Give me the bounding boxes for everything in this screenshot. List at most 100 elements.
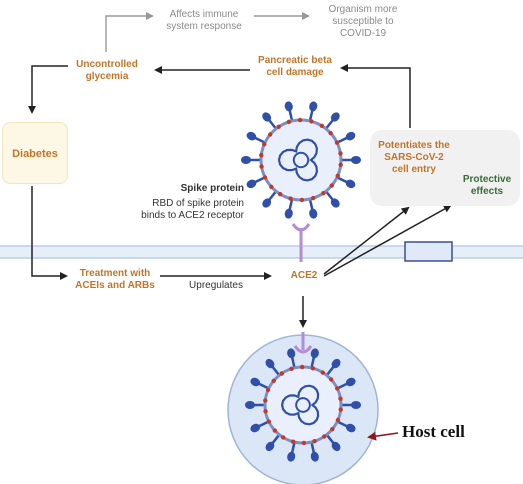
- virus-spike-head: [345, 423, 356, 433]
- virus-membrane-protein: [322, 434, 327, 439]
- virus-rna: [277, 138, 319, 182]
- virus-spike-head: [309, 208, 318, 219]
- virus-membrane-protein: [338, 407, 343, 412]
- virus-spike-head: [284, 208, 293, 219]
- virus-spike-head: [262, 198, 272, 208]
- virus-membrane-protein: [334, 386, 340, 391]
- virus-spike-head: [245, 401, 255, 409]
- virus-membrane-protein: [328, 130, 333, 136]
- virus-spike-head: [345, 377, 356, 387]
- virus-spike-head: [330, 112, 340, 122]
- virus-membrane-protein: [310, 195, 316, 201]
- virus-membrane-protein: [299, 197, 305, 203]
- label-diabetes: Diabetes: [12, 148, 58, 160]
- virus-spike-head: [310, 451, 319, 462]
- virus-membrane-protein: [265, 387, 271, 393]
- virus-membrane-protein: [262, 175, 268, 180]
- immune-arrows: [105, 12, 310, 52]
- virus-membrane-protein: [328, 377, 334, 382]
- virus-membrane-protein: [338, 396, 343, 401]
- flow-arrows: [28, 64, 452, 328]
- virus-spike-head: [284, 101, 293, 112]
- virus-icon: [245, 348, 361, 462]
- virus-spike-head: [331, 358, 341, 369]
- virus-membrane-protein: [269, 184, 274, 190]
- virus-membrane-protein: [301, 440, 307, 446]
- host-cell-pointer: [367, 431, 399, 441]
- virus-membrane-protein: [288, 196, 293, 201]
- label-host-cell: Host cell: [402, 422, 465, 441]
- virus-spike-head: [345, 131, 356, 141]
- label-spike-protein: Spike protein: [180, 183, 244, 194]
- virus-membrane-protein: [262, 142, 267, 147]
- virus-spike-head: [351, 401, 361, 409]
- virus-membrane-protein: [310, 366, 316, 371]
- virus-membrane-protein: [299, 364, 305, 370]
- virus-membrane-protein: [280, 435, 286, 440]
- virus-spike-head: [250, 377, 261, 387]
- virus-spike-head: [309, 101, 318, 112]
- virus-membrane-protein: [321, 190, 326, 196]
- label-protective-effects: Protective effects: [462, 174, 512, 197]
- virus-membrane-protein: [271, 378, 276, 383]
- label-affects-immune: Affects immune system response: [166, 9, 242, 32]
- virus-membrane-protein: [276, 124, 281, 130]
- virus-membrane-protein: [334, 140, 340, 145]
- virus-membrane-protein: [279, 371, 284, 376]
- virus-spike-head: [287, 348, 296, 359]
- virus-membrane-protein: [330, 427, 335, 432]
- virus-spike-head: [331, 441, 341, 452]
- virus-spike: [257, 382, 270, 390]
- virus-spike-head: [345, 179, 356, 189]
- label-upregulates: Upregulates: [189, 280, 243, 291]
- receptor-icon: [291, 223, 311, 262]
- virus-membrane-protein: [335, 173, 340, 178]
- host-receptor-icon: [293, 332, 313, 354]
- virus-membrane-protein: [319, 123, 325, 129]
- virus-membrane-protein: [277, 191, 283, 197]
- virus-membrane-protein: [309, 119, 314, 124]
- virus-core: [295, 397, 311, 413]
- virus-spike-head: [351, 156, 361, 164]
- virus-membrane-protein: [259, 164, 264, 169]
- diabetes-box: [2, 122, 68, 184]
- virus-spike-head: [246, 131, 257, 141]
- virus-spike-head: [330, 198, 340, 208]
- membrane-protein-icon: [404, 241, 453, 262]
- virus-membrane-protein: [289, 366, 294, 371]
- virus-spike-head: [241, 156, 251, 164]
- virus-membrane-protein: [263, 409, 268, 414]
- virus-spike-head: [262, 112, 272, 122]
- potentiates-box: [370, 130, 520, 206]
- virus-membrane-protein: [312, 439, 317, 444]
- virus-membrane-protein: [329, 183, 335, 188]
- virus-spike-head: [265, 441, 275, 452]
- virus-core: [292, 151, 310, 169]
- label-uncontrolled-glycemia: Uncontrolled glycemia: [76, 59, 138, 82]
- virus-membrane-protein: [290, 439, 296, 444]
- virus-membrane-protein: [320, 370, 326, 375]
- virus-membrane-protein: [267, 132, 273, 137]
- virus-membrane-protein: [286, 119, 292, 125]
- virus-membrane-protein: [335, 417, 341, 423]
- virus-spike-head: [310, 348, 319, 359]
- virus-membrane-protein: [266, 419, 272, 424]
- label-ace2: ACE2: [290, 270, 318, 281]
- virus-rna: [280, 384, 320, 426]
- label-spike-description: RBD of spike protein binds to ACE2 recep…: [141, 198, 244, 221]
- virus-membrane-protein: [263, 398, 268, 403]
- virus-spike-head: [287, 451, 296, 462]
- virus-icon: [241, 101, 361, 219]
- virus-membrane-protein: [297, 117, 303, 123]
- virus-membrane-protein: [338, 151, 343, 156]
- virus-membrane-protein: [272, 428, 278, 433]
- label-treatment: Treatment with ACEIs and ARBs: [75, 268, 155, 291]
- virus-spike-head: [250, 423, 261, 433]
- label-organism-more: Organism more susceptible to COVID-19: [328, 4, 398, 39]
- virus-spike-head: [246, 179, 257, 189]
- label-potentiates: Potentiates the SARS-CoV-2 cell entry: [378, 140, 450, 175]
- virus-spike-head: [265, 358, 275, 369]
- label-pancreatic-damage: Pancreatic beta cell damage: [258, 55, 332, 78]
